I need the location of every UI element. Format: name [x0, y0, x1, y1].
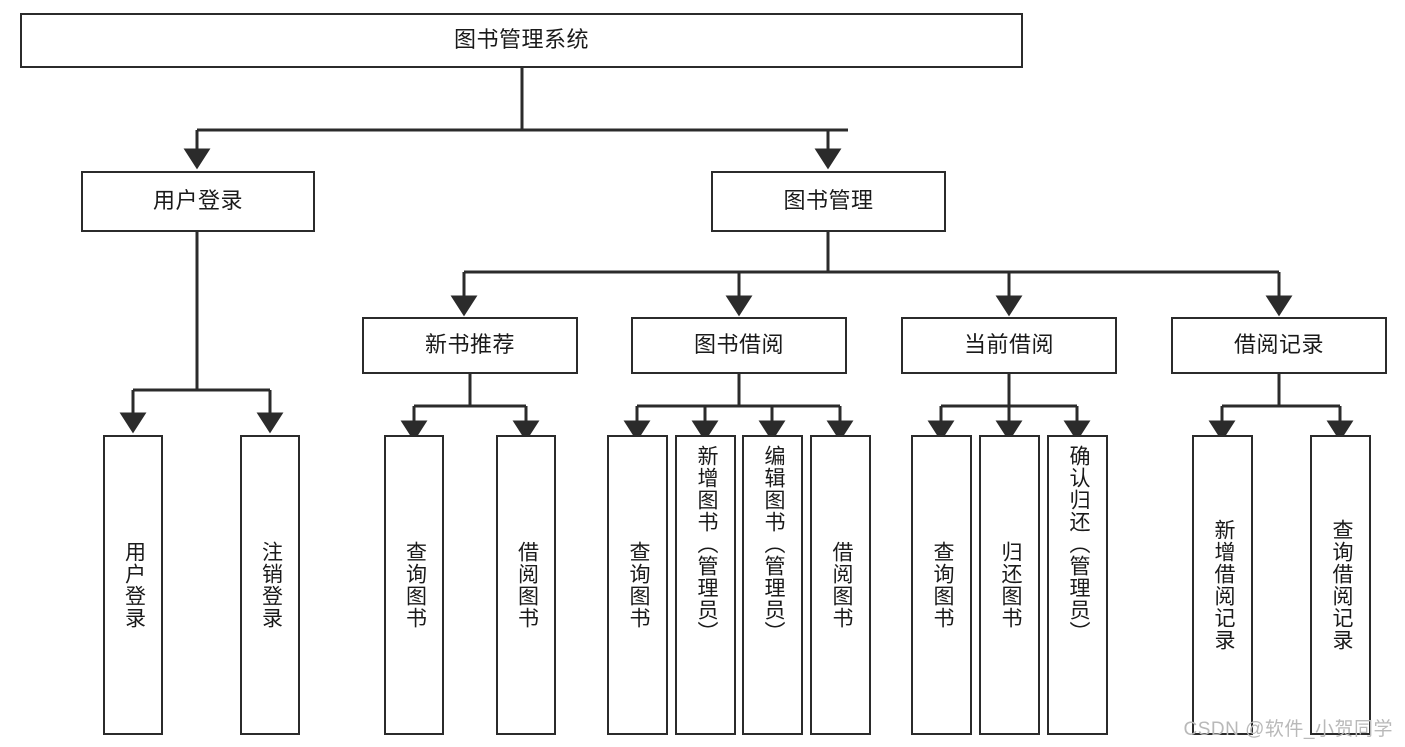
node-root-system[interactable]: 图书管理系统: [20, 13, 1023, 68]
leaf-current-borrow-return-book[interactable]: 归还图书: [979, 435, 1040, 735]
node-book-borrow[interactable]: 图书借阅: [631, 317, 847, 374]
leaf-book-borrow-borrow-book[interactable]: 借阅图书: [810, 435, 871, 735]
node-label: 图书借阅: [693, 332, 784, 358]
node-book-management[interactable]: 图书管理: [711, 171, 946, 232]
node-label: 新增借阅记录: [1211, 519, 1235, 651]
node-label: 借阅图书: [515, 541, 539, 629]
node-label: 查询借阅记录: [1329, 519, 1353, 651]
leaf-user-login-login[interactable]: 用户登录: [103, 435, 163, 735]
node-label: 图书管理系统: [453, 27, 589, 53]
node-current-borrow[interactable]: 当前借阅: [901, 317, 1117, 374]
csdn-watermark: CSDN @软件_小贺同学: [1183, 719, 1393, 740]
leaf-borrow-record-query-record[interactable]: 查询借阅记录: [1310, 435, 1371, 735]
node-label: 编辑图书（管理员）: [761, 445, 785, 643]
node-label: 借阅记录: [1233, 332, 1324, 358]
leaf-book-borrow-add-book[interactable]: 新增图书（管理员）: [675, 435, 736, 735]
leaf-current-borrow-confirm-return[interactable]: 确认归还（管理员）: [1047, 435, 1108, 735]
node-user-login[interactable]: 用户登录: [81, 171, 315, 232]
node-label: 查询图书: [930, 541, 954, 629]
node-label: 查询图书: [403, 541, 427, 629]
node-label: 用户登录: [152, 188, 243, 214]
leaf-borrow-record-add-record[interactable]: 新增借阅记录: [1192, 435, 1253, 735]
node-label: 注销登录: [259, 541, 283, 629]
leaf-current-borrow-query-book[interactable]: 查询图书: [911, 435, 972, 735]
node-label: 确认归还（管理员）: [1066, 445, 1090, 643]
leaf-new-book-query-book[interactable]: 查询图书: [384, 435, 444, 735]
node-label: 用户登录: [122, 541, 146, 629]
node-label: 新书推荐: [424, 332, 515, 358]
leaf-new-book-borrow-book[interactable]: 借阅图书: [496, 435, 556, 735]
node-label: 查询图书: [626, 541, 650, 629]
leaf-book-borrow-edit-book[interactable]: 编辑图书（管理员）: [742, 435, 803, 735]
node-borrow-record[interactable]: 借阅记录: [1171, 317, 1387, 374]
node-new-book-recommend[interactable]: 新书推荐: [362, 317, 578, 374]
node-label: 当前借阅: [963, 332, 1054, 358]
leaf-user-login-logout[interactable]: 注销登录: [240, 435, 300, 735]
node-label: 借阅图书: [829, 541, 853, 629]
node-label: 新增图书（管理员）: [694, 445, 718, 643]
node-label: 归还图书: [998, 541, 1022, 629]
node-label: 图书管理: [783, 188, 874, 214]
leaf-book-borrow-query-book[interactable]: 查询图书: [607, 435, 668, 735]
